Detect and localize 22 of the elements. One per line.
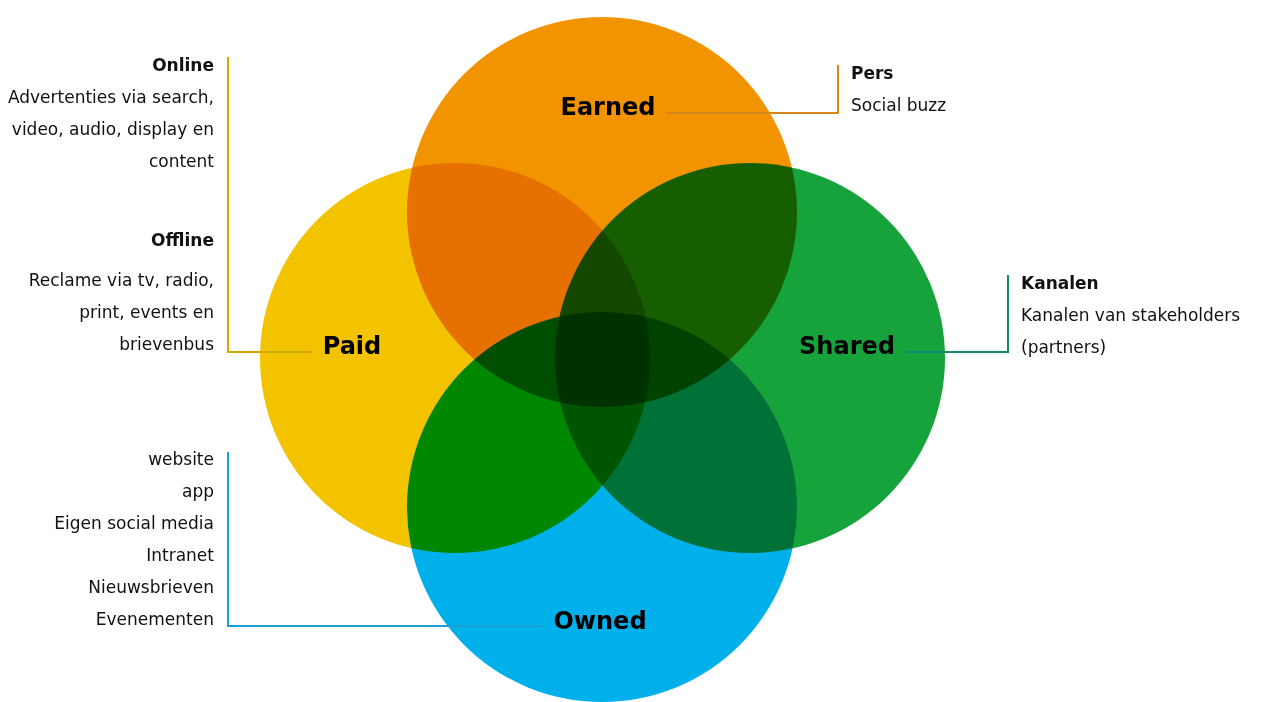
heading-text: Online xyxy=(151,54,214,77)
heading-text: Kanalen xyxy=(1021,272,1100,295)
list-item: Eigen social media xyxy=(53,512,214,535)
circle-label: Paid xyxy=(322,332,382,360)
leader-line xyxy=(227,56,314,353)
body-text: Advertenties via search, video, audio, display en content xyxy=(6,86,214,173)
list-item: Intranet xyxy=(145,544,214,567)
circle-label: Earned xyxy=(560,93,656,121)
body-text: Social buzz xyxy=(851,94,948,117)
circle-label: Shared xyxy=(799,332,895,360)
list-item: website xyxy=(147,448,214,471)
leader-line xyxy=(665,64,839,114)
leader-line xyxy=(904,274,1009,353)
list-item: app xyxy=(181,480,214,503)
leader-line xyxy=(227,451,544,627)
heading-text: Pers xyxy=(851,62,895,85)
body-text: Reclame via tv, radio, print, events en brievenbus xyxy=(27,269,214,356)
list-item: Nieuwsbrieven xyxy=(87,576,214,599)
list-item: Evenementen xyxy=(94,608,214,631)
body-text: Kanalen van stakeholders (partners) xyxy=(1021,304,1242,359)
circle-label: Owned xyxy=(553,607,647,635)
heading-text: Offline xyxy=(150,229,214,252)
